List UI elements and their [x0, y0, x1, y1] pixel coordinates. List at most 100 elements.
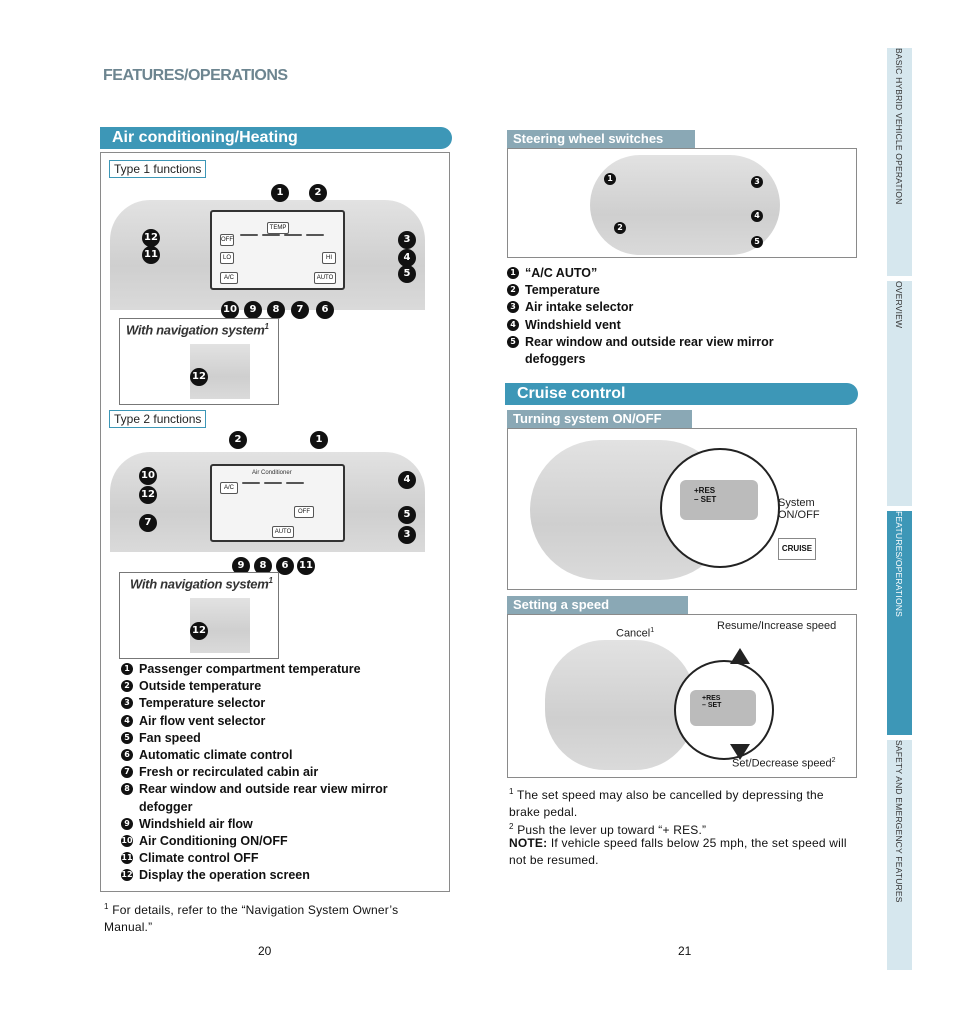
callout-badge: 1 [604, 173, 616, 185]
type1-ac-button[interactable]: A/C [220, 272, 238, 284]
list-item-text: Windshield vent [525, 317, 621, 332]
list-item: 10 Air Conditioning ON/OFF [121, 833, 441, 850]
tab-features-operations[interactable]: FEATURES/OPERATIONS [887, 511, 912, 735]
number-badge: 4 [121, 714, 133, 727]
setting-lever-closeup: +RES– SET [674, 660, 774, 760]
type1-nav-title: With navigation system1 [126, 322, 269, 338]
number-badge: 1 [121, 663, 133, 675]
cancel-label: Cancel1 [616, 627, 655, 640]
callout-badge: 5 [398, 265, 416, 283]
callout-badge: 7 [291, 301, 309, 319]
type2-ac-button[interactable]: A/C [220, 482, 238, 494]
callout-badge: 2 [614, 222, 626, 234]
type2-vent-button[interactable] [264, 482, 282, 484]
resume-label: Resume/Increase speed [717, 620, 837, 632]
list-item-text: Outside temperature [139, 679, 262, 694]
list-item-text: Climate control OFF [139, 851, 259, 866]
callout-badge: 11 [142, 246, 160, 264]
callout-badge: 3 [751, 176, 763, 188]
callout-badge: 12 [142, 229, 160, 247]
steering-panel [507, 148, 857, 258]
list-item-text: Temperature selector [139, 696, 266, 711]
callout-badge: 7 [139, 514, 157, 532]
list-item: 1“A/C AUTO” [507, 265, 837, 282]
number-badge: 3 [121, 697, 133, 710]
list-item: 3 Temperature selector [121, 695, 441, 712]
list-item-text: Air flow vent selector [139, 713, 266, 728]
callout-badge: 2 [309, 184, 327, 202]
callout-badge: 1 [271, 184, 289, 202]
callout-badge: 10 [139, 467, 157, 485]
type1-off-button[interactable]: OFF [220, 234, 234, 246]
lever-closeup: +RES– SET [660, 448, 780, 568]
callout-badge: 11 [297, 557, 315, 575]
cruise-note-2: 2 Push the lever up toward “+ RES.” [509, 822, 707, 837]
callout-badge: 3 [398, 231, 416, 249]
type1-vent-button[interactable] [306, 234, 324, 236]
list-item-text: Rear window and outside rear view mirror… [525, 334, 774, 367]
callout-badge: 6 [276, 557, 294, 575]
type1-vent-button[interactable] [240, 234, 258, 236]
cruise-note-3: NOTE: If vehicle speed falls below 25 mp… [509, 836, 847, 867]
tab-basic-hybrid[interactable]: BASIC HYBRID VEHICLE OPERATION [887, 48, 912, 276]
number-badge: 10 [121, 835, 133, 848]
type2-auto-button[interactable]: AUTO [272, 526, 294, 538]
list-item-text: Air intake selector [525, 300, 634, 315]
number-badge: 2 [507, 284, 519, 297]
list-item-text: Windshield air flow [139, 816, 253, 831]
callout-badge: 3 [398, 526, 416, 544]
cruise-banner: Cruise control [505, 383, 858, 405]
cruise-lever[interactable]: +RES– SET [680, 480, 758, 520]
setting-wheel-photo [545, 640, 695, 770]
type1-hi-button[interactable]: HI [322, 252, 336, 264]
tab-overview[interactable]: OVERVIEW [887, 281, 912, 506]
tab-safety-emergency[interactable]: SAFETY AND EMERGENCY FEATURES [887, 740, 912, 970]
type2-vent-button[interactable] [242, 482, 260, 484]
type1-auto-button[interactable]: AUTO [314, 272, 336, 284]
type2-nav-title: With navigation system1 [130, 576, 273, 592]
callout-badge: 12 [190, 368, 208, 386]
type2-label: Type 2 functions [109, 410, 207, 428]
callout-badge: 5 [751, 236, 763, 248]
callout-badge: 10 [221, 301, 239, 319]
cruise-lever[interactable]: +RES– SET [690, 690, 756, 726]
section-title: FEATURES/OPERATIONS [103, 67, 288, 84]
list-item: 5 Fan speed [121, 730, 441, 747]
callout-badge: 5 [398, 506, 416, 524]
callout-badge: 9 [244, 301, 262, 319]
decrease-label: Set/Decrease speed2 [732, 757, 836, 770]
left-footnote: 1 For details, refer to the “Navigation … [104, 902, 399, 934]
number-badge: 12 [121, 869, 133, 882]
callout-badge: 12 [190, 622, 208, 640]
type1-vent-button[interactable] [284, 234, 302, 236]
list-item-text: Air Conditioning ON/OFF [139, 834, 288, 849]
arrow-up-icon [730, 648, 750, 664]
cruise-note-1: 1 The set speed may also be cancelled by… [509, 787, 824, 819]
number-badge: 3 [507, 301, 519, 314]
type1-vent-button[interactable] [262, 234, 280, 236]
callout-badge: 8 [267, 301, 285, 319]
type1-lo-button[interactable]: LO [220, 252, 234, 264]
list-item-text: Fan speed [139, 730, 201, 745]
number-badge: 5 [121, 731, 133, 744]
type2-screen: Air Conditioner A/C OFF AUTO [210, 464, 345, 542]
list-item: 3 Air intake selector [507, 299, 837, 316]
type2-vent-button[interactable] [286, 482, 304, 484]
setting-banner: Setting a speed [507, 596, 688, 614]
callout-badge: 6 [316, 301, 334, 319]
list-item-text: Passenger compartment temperature [139, 662, 361, 676]
list-item: 4 Air flow vent selector [121, 713, 441, 730]
type1-screen: OFF TEMP LO HI A/C AUTO [210, 210, 345, 290]
type2-off-button[interactable]: OFF [294, 506, 314, 518]
page-number-right: 21 [678, 944, 692, 958]
callout-badge: 2 [229, 431, 247, 449]
turning-banner: Turning system ON/OFF [507, 410, 692, 428]
